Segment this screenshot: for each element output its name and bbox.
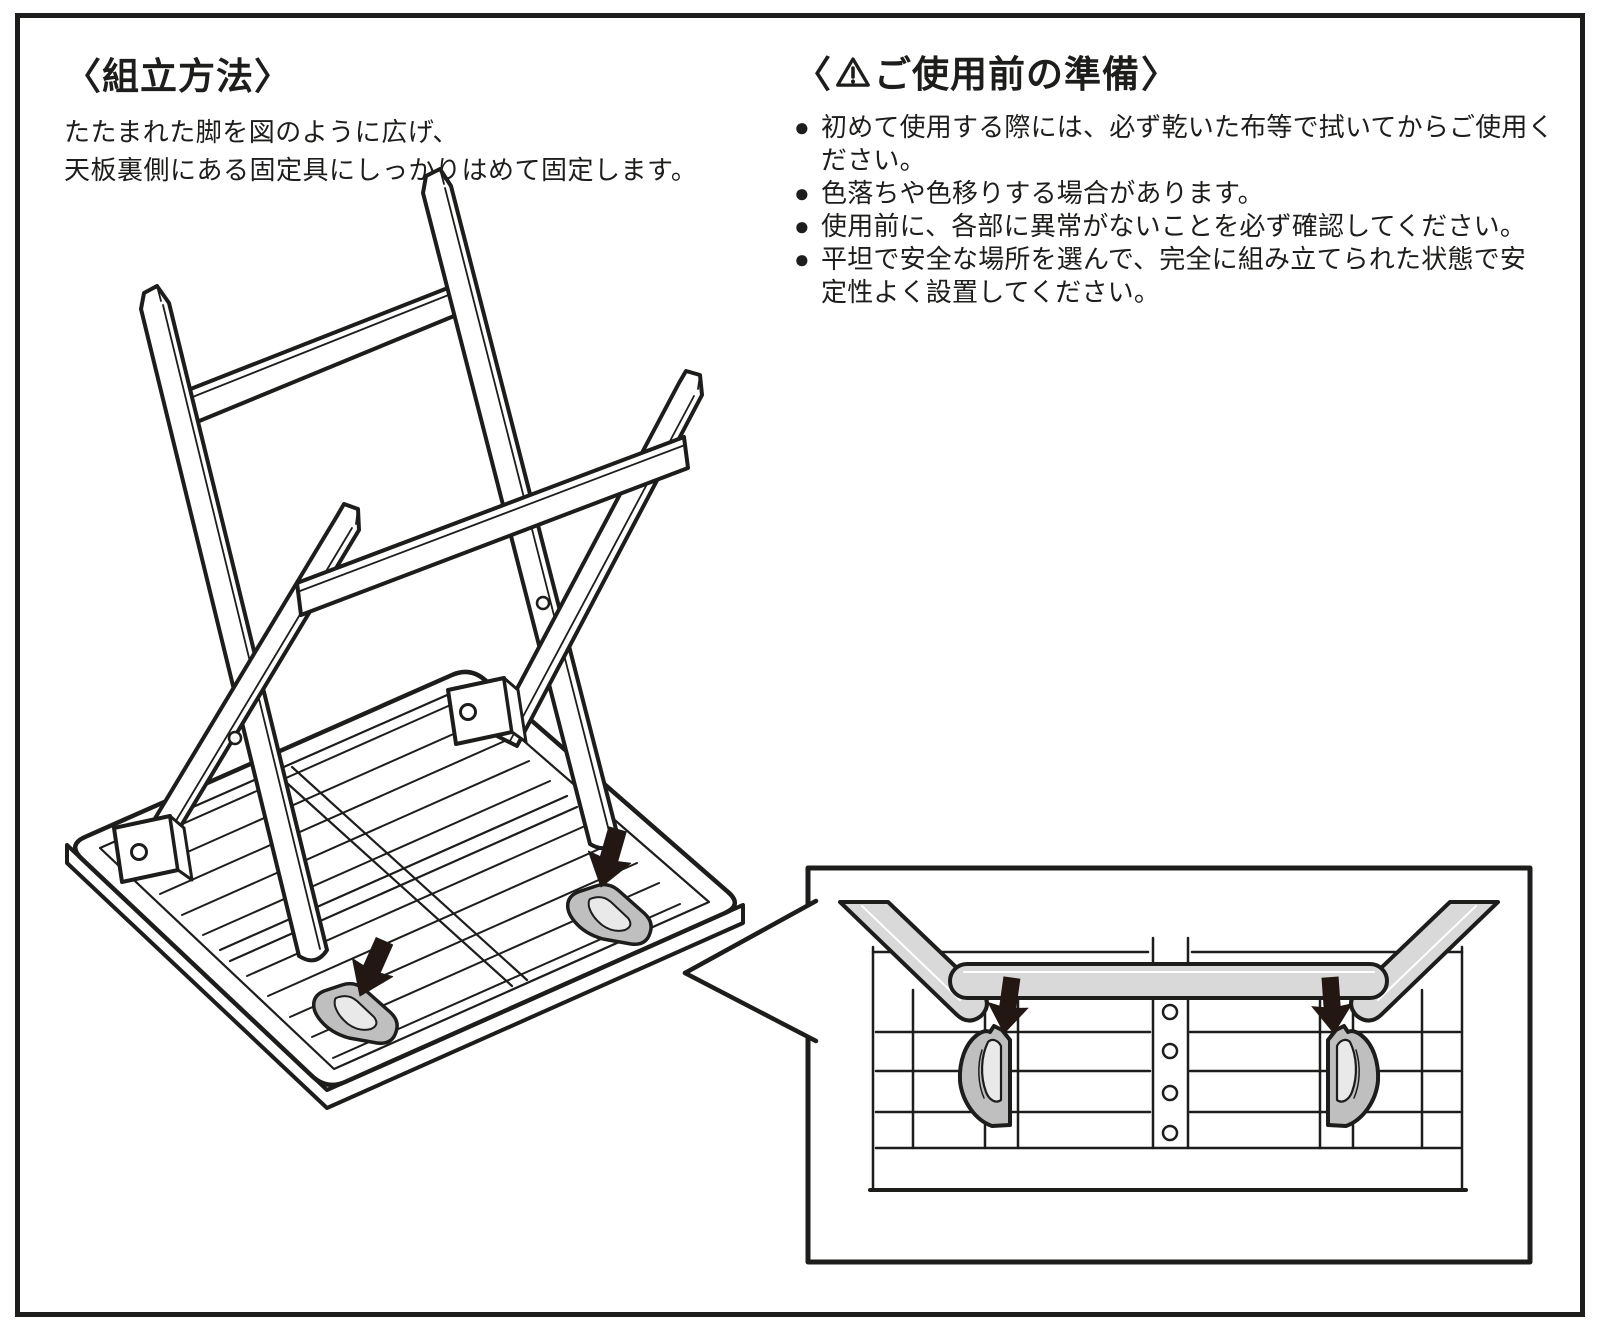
tabletop [73,669,737,1088]
page-border [15,13,1585,1317]
leg-crossbar-long [295,435,690,617]
assembly-heading: 〈組立方法〉 [64,56,292,97]
detail-inset [682,865,1533,1265]
bullet-text: 使用前に、各部に異常がないことを必ず確認してください。 [821,210,1527,241]
callout-pointer [682,898,819,1044]
list-item: ● 色落ちや色移りする場合があります。 [794,177,1560,210]
preparation-heading: 〈 ご使用前の準備 〉 [794,54,1560,97]
list-item: ● 使用前に、各部に異常がないことを必ず確認してください。 [794,210,1560,243]
preparation-bullets: ● 初めて使用する際には、必ず乾いた布等で拭いてからご使用く ださい。 ● 色落… [794,111,1560,309]
pivot-bolt-left [227,730,243,746]
assembly-body: たたまれた脚を図のように広げ、 天板裏側にある固定具にしっかりはめて固定します。 [64,116,698,185]
inset-slats [874,1030,1462,1114]
inset-drawing [838,900,1500,1192]
list-item: ● 平坦で安全な場所を選んで、完全に組み立てられた状態で安 定性よく設置してくだ… [794,243,1560,309]
pivot-bracket-left [112,814,194,884]
heading-open-bracket: 〈 [794,54,832,95]
bullet-text: 初めて使用する際には、必ず乾いた布等で拭いてからご使用く ださい。 [821,111,1554,175]
tabletop-cross-rail [275,765,529,988]
warning-triangle-icon [835,56,871,99]
main-illustration [65,167,745,1110]
inset-box [805,865,1533,1265]
table-leg-rear-left [139,284,329,963]
preparation-section: 〈 ご使用前の準備 〉 ● 初めて使用する際には、必ず乾いた布等で拭いてからご使… [794,54,1560,309]
pivot-bolt-right [535,595,551,611]
bullet-text: 色落ちや色移りする場合があります。 [821,177,1264,208]
bullet-dot-icon: ● [794,210,810,241]
tabletop-center-beam [218,794,579,963]
bullet-dot-icon: ● [794,243,810,274]
bullet-text: 平坦で安全な場所を選んで、完全に組み立てられた状態で安 定性よく設置してください… [821,243,1527,307]
leg-crossbar-top [186,282,460,426]
list-item: ● 初めて使用する際には、必ず乾いた布等で拭いてからご使用く ださい。 [794,111,1560,177]
inset-crossbar [948,962,1389,1000]
bullet-dot-icon: ● [794,177,810,208]
tabletop-inner-frame [98,686,711,1071]
bullet-dot-icon: ● [794,111,810,142]
heading-title: ご使用前の準備 [874,54,1140,95]
heading-close-bracket: 〉 [1141,54,1179,95]
pivot-bracket-right [446,676,528,746]
assembly-section: 〈組立方法〉 たたまれた脚を図のように広げ、 天板裏側にある固定具にしっかりはめ… [64,56,724,189]
